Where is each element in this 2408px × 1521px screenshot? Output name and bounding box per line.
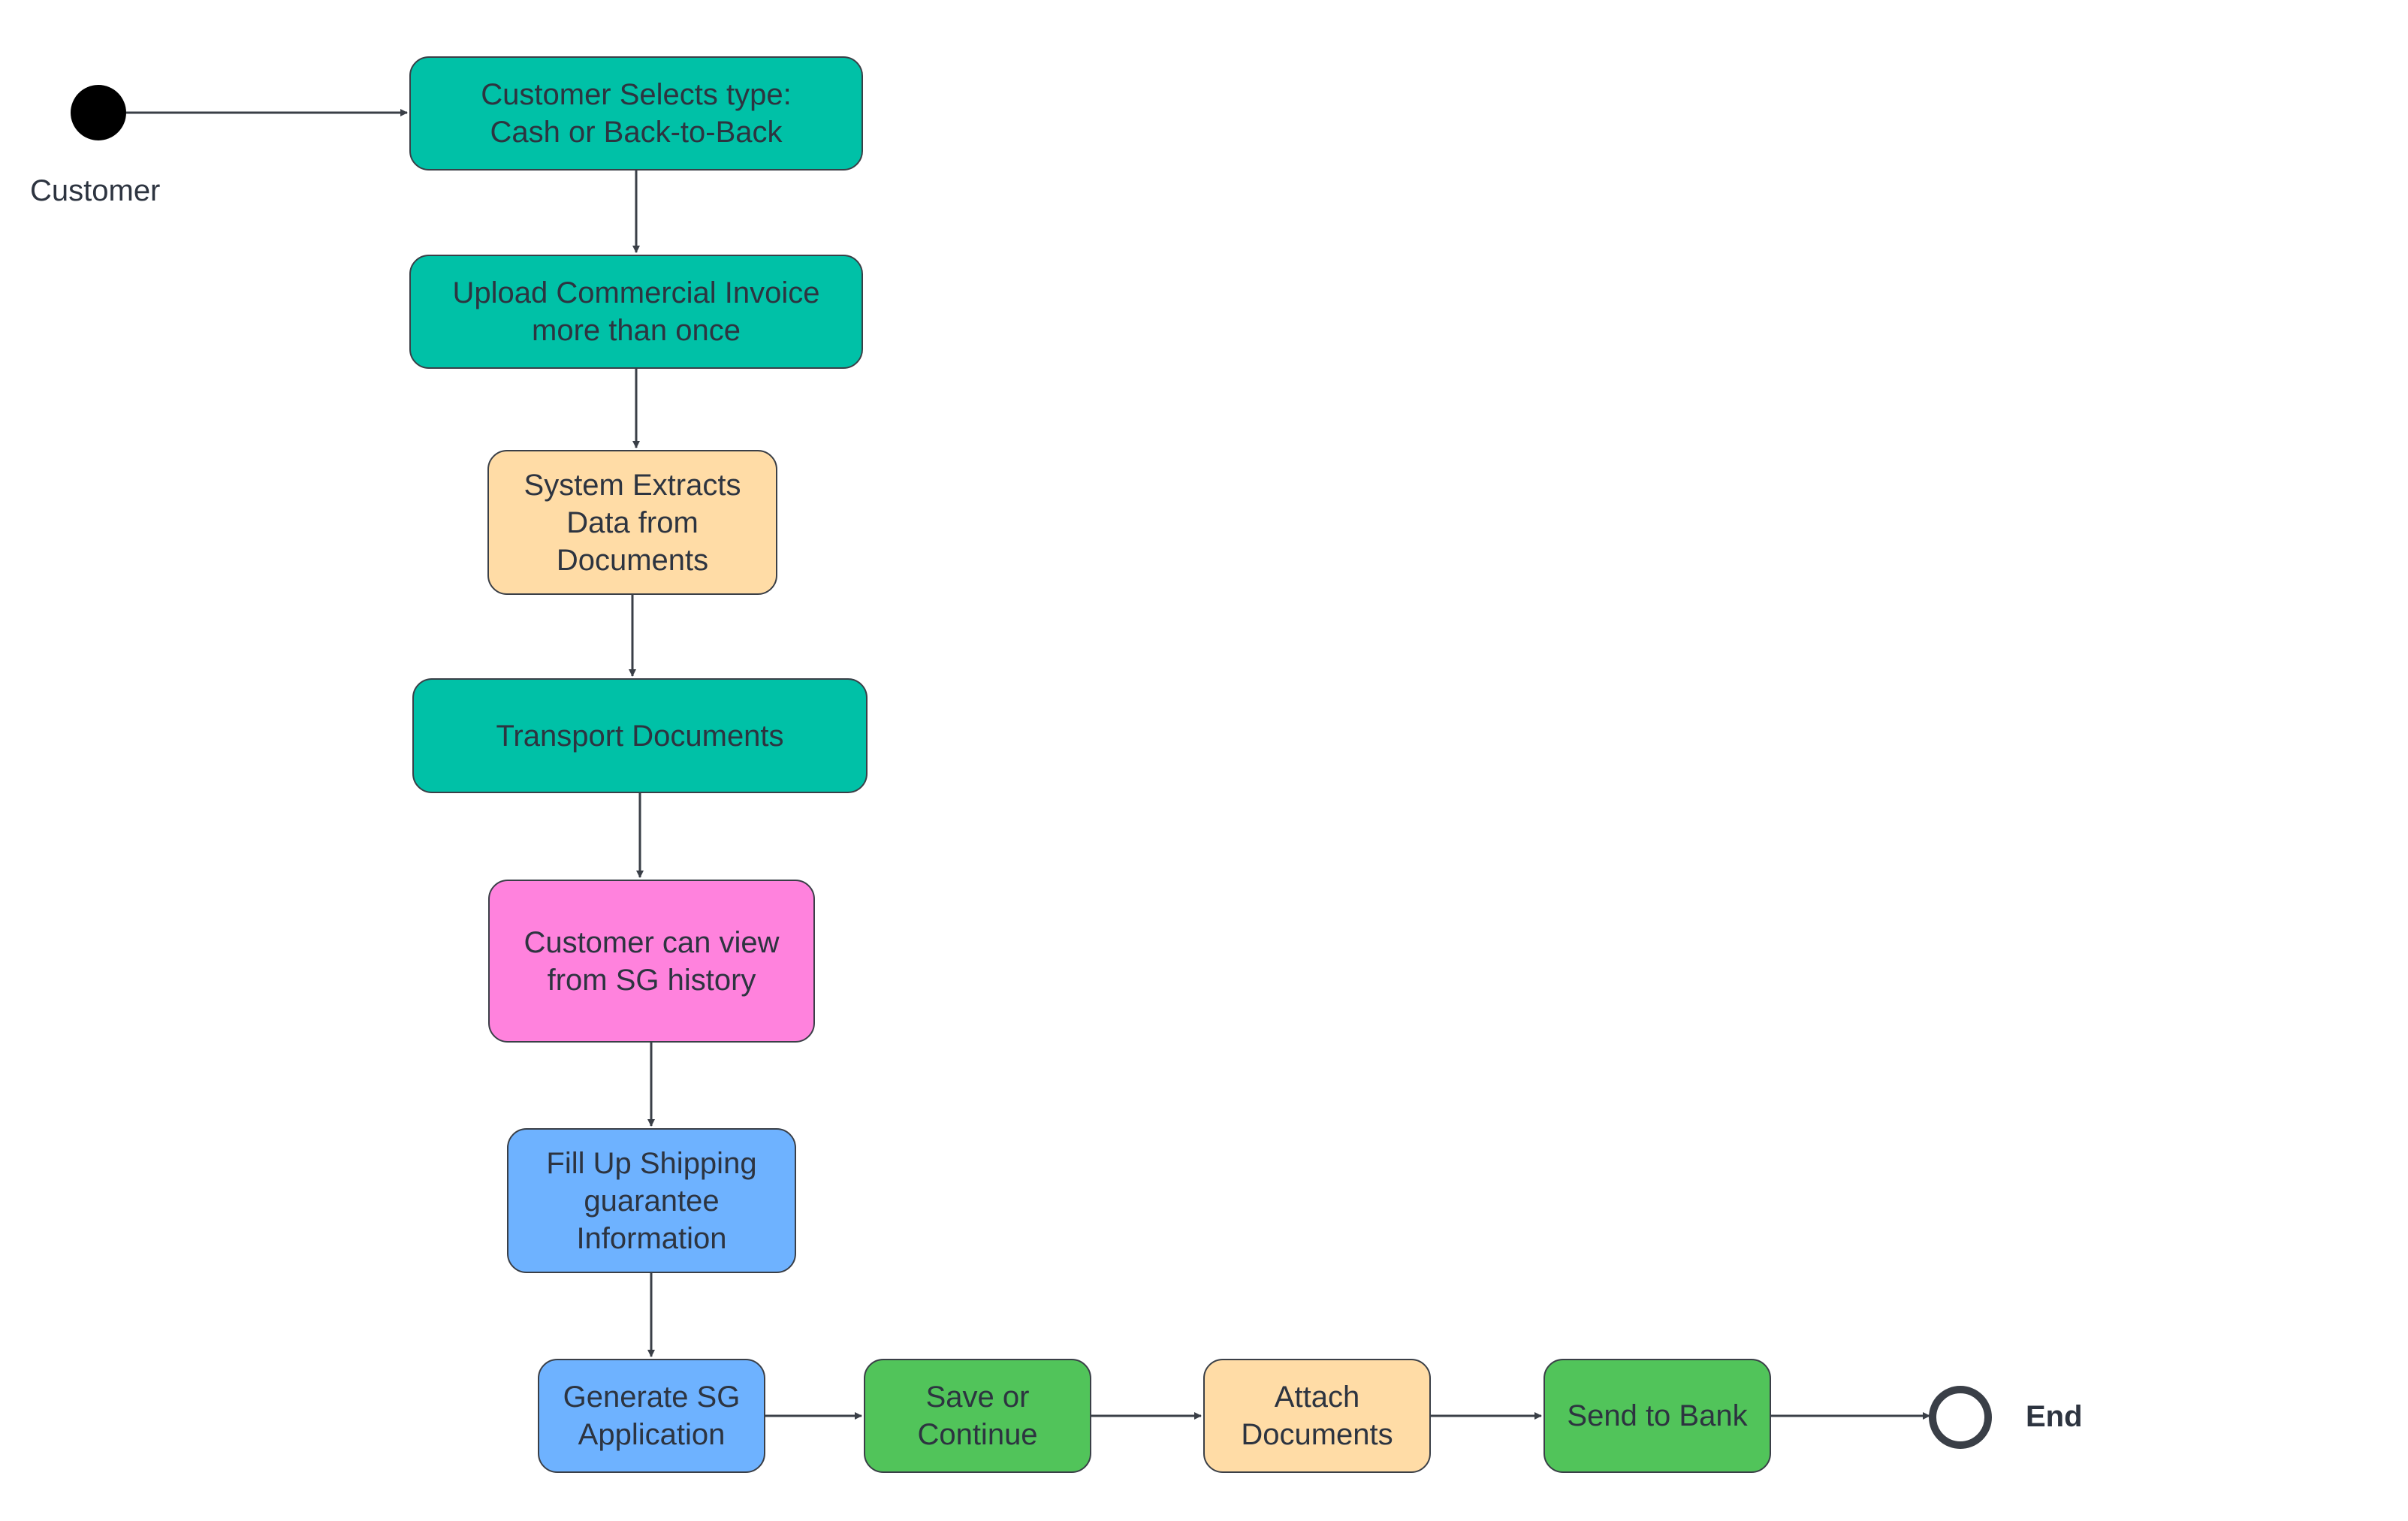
node-customer-selects-type[interactable]: Customer Selects type: Cash or Back-to-B… <box>409 56 863 171</box>
end-node[interactable] <box>1929 1386 1992 1449</box>
start-node[interactable] <box>71 85 126 140</box>
node-send-to-bank[interactable]: Send to Bank <box>1543 1359 1771 1473</box>
node-save-or-continue[interactable]: Save or Continue <box>864 1359 1091 1473</box>
end-label: End <box>2026 1400 2083 1433</box>
node-system-extracts-data[interactable]: System Extracts Data from Documents <box>487 450 777 595</box>
node-customer-view-sg-history[interactable]: Customer can view from SG history <box>488 880 815 1043</box>
node-transport-documents[interactable]: Transport Documents <box>412 678 868 793</box>
node-fill-up-shipping-guarantee[interactable]: Fill Up Shipping guarantee Information <box>507 1128 796 1273</box>
node-attach-documents[interactable]: Attach Documents <box>1203 1359 1431 1473</box>
start-label: Customer <box>30 174 161 207</box>
node-upload-commercial-invoice[interactable]: Upload Commercial Invoice more than once <box>409 255 863 369</box>
node-generate-sg-application[interactable]: Generate SG Application <box>538 1359 765 1473</box>
